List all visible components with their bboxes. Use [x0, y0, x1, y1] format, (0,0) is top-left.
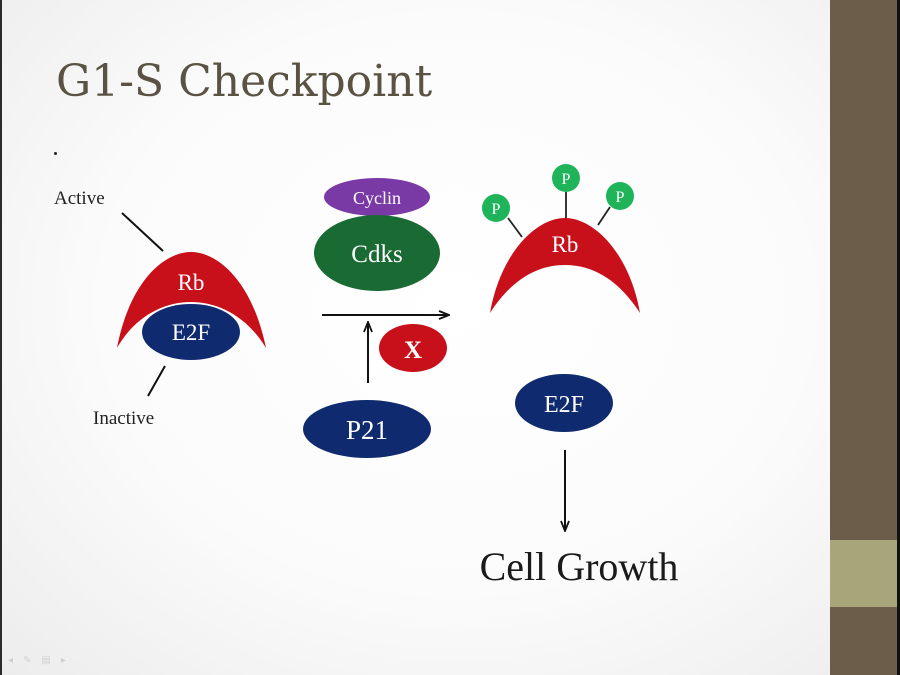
cyclin-label: Cyclin	[353, 188, 401, 208]
cell-growth-label: Cell Growth	[480, 544, 679, 589]
rb-label-right: Rb	[552, 232, 579, 257]
blocked-marker	[379, 324, 447, 372]
g1s-checkpoint-diagram: Active Rb E2F Inactive Cyclin Cdks X P21…	[54, 164, 679, 589]
rb-label-left: Rb	[178, 270, 205, 295]
e2f-protein-right	[515, 374, 613, 432]
e2f-label-left: E2F	[172, 320, 210, 345]
phosphate-label: P	[616, 189, 625, 206]
next-slide-icon[interactable]: ▸	[60, 655, 66, 666]
cyclin-protein	[324, 178, 430, 216]
slide-title: G1-S Checkpoint	[56, 56, 433, 107]
phosphate-bond-1	[507, 217, 523, 238]
cdks-protein	[314, 215, 440, 291]
blocked-x-icon: X	[404, 337, 422, 364]
slideshow-controls: ◂ ✎ ▤ ▸	[8, 655, 66, 666]
e2f-protein-left	[142, 304, 240, 360]
window-left-edge	[0, 0, 2, 675]
phosphate-group-3: P	[606, 182, 634, 210]
phosphate-group-2: P	[552, 164, 580, 192]
phosphate-bond-3	[597, 206, 611, 226]
phosphate-circle	[552, 164, 580, 192]
phosphate-circle	[482, 194, 510, 222]
active-label: Active	[54, 188, 105, 209]
rb-protein-right	[490, 218, 640, 313]
previous-slide-icon[interactable]: ◂	[8, 655, 14, 666]
phosphate-label: P	[492, 201, 501, 218]
inactive-label: Inactive	[93, 408, 154, 429]
phosphate-circle	[606, 182, 634, 210]
pen-icon[interactable]: ✎	[23, 655, 32, 666]
bullet-dot	[54, 152, 57, 155]
p21-protein	[303, 400, 431, 458]
p21-label: P21	[346, 415, 388, 445]
phosphate-label: P	[562, 171, 571, 188]
inactive-pointer-line	[147, 365, 166, 397]
phosphate-group-1: P	[482, 194, 510, 222]
cdks-label: Cdks	[351, 241, 402, 268]
menu-icon[interactable]: ▤	[41, 655, 51, 666]
rb-protein-left	[117, 252, 266, 348]
e2f-label-right: E2F	[544, 392, 584, 418]
active-pointer-line	[121, 212, 164, 252]
theme-sidebar-accent	[830, 540, 897, 607]
window-right-edge	[897, 0, 900, 675]
